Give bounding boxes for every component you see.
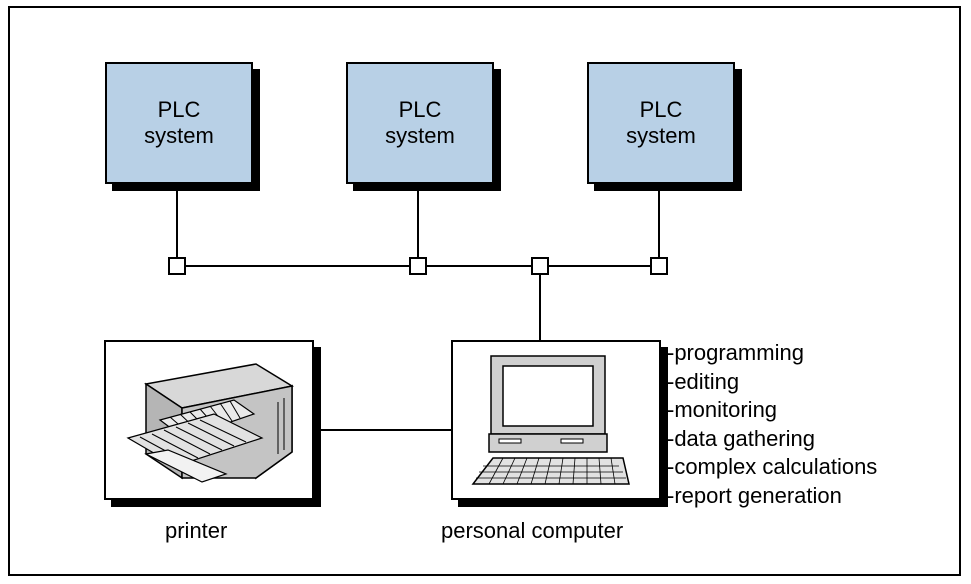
computer-functions-list: -programming -editing -monitoring -data … bbox=[667, 339, 877, 510]
plc-label-line1: PLC bbox=[157, 97, 201, 122]
function-item: -data gathering bbox=[667, 425, 815, 451]
computer-box bbox=[451, 340, 661, 500]
function-item: -monitoring bbox=[667, 397, 778, 422]
plc-system-3: PLC system bbox=[587, 62, 735, 184]
printer-box bbox=[104, 340, 314, 500]
printer-label: printer bbox=[165, 518, 228, 543]
plc-label-line2: system bbox=[626, 123, 696, 148]
computer-label: personal computer bbox=[441, 518, 624, 543]
function-item: -complex calculations bbox=[667, 454, 878, 479]
function-item: -editing bbox=[667, 368, 740, 394]
plc-label-line1: PLC bbox=[398, 97, 442, 122]
plc-system-1: PLC system bbox=[105, 62, 253, 184]
personal-computer-icon bbox=[471, 355, 630, 485]
bus-node-2 bbox=[409, 257, 427, 275]
plc-label-line2: system bbox=[385, 123, 455, 148]
bus-node-3 bbox=[650, 257, 668, 275]
bus-node-1 bbox=[168, 257, 186, 275]
bus-node-computer bbox=[531, 257, 549, 275]
plc-label-line2: system bbox=[144, 123, 214, 148]
plc-system-2: PLC system bbox=[346, 62, 494, 184]
printer-icon bbox=[126, 363, 295, 483]
function-item: -programming bbox=[667, 340, 804, 365]
function-item: -report generation bbox=[667, 482, 842, 508]
plc-label-line1: PLC bbox=[639, 97, 683, 122]
